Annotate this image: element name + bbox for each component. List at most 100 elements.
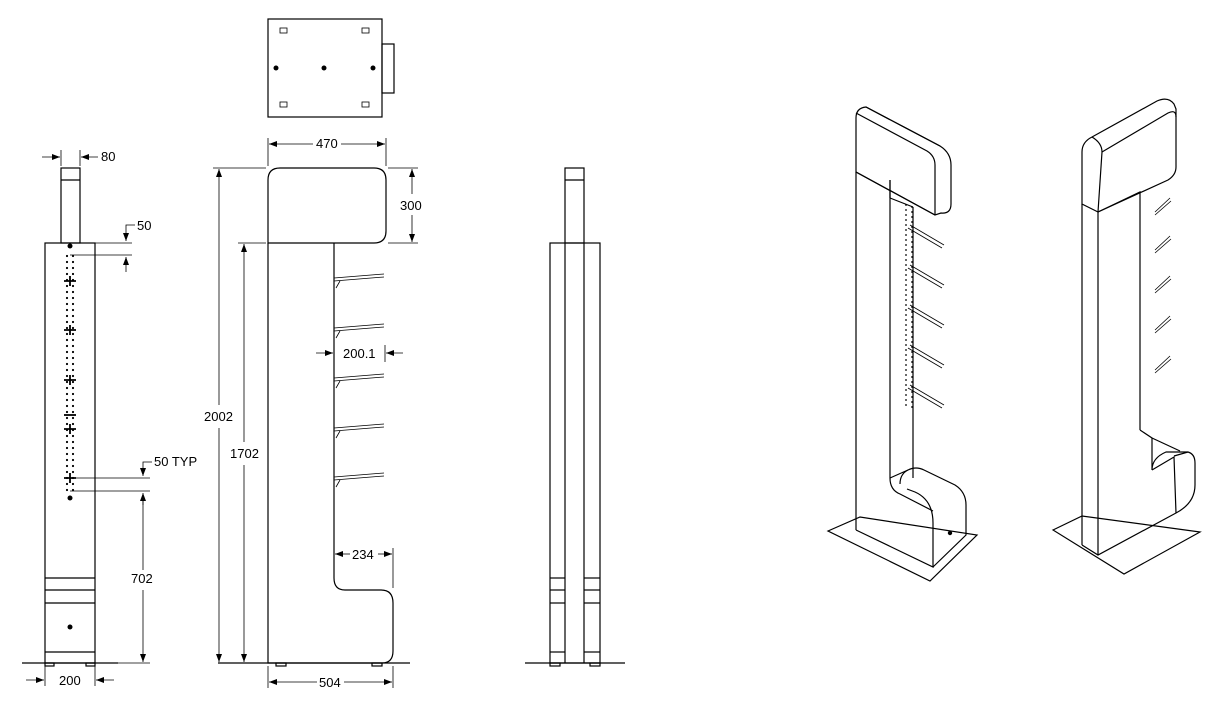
hole xyxy=(911,321,913,323)
hole xyxy=(65,380,69,384)
dim-2002: 2002 xyxy=(204,409,233,424)
hole xyxy=(65,410,69,414)
hole xyxy=(71,470,75,474)
hole xyxy=(911,206,913,208)
perforation-holes xyxy=(64,254,76,492)
hole xyxy=(65,422,69,426)
hole xyxy=(911,366,913,368)
hook xyxy=(333,373,385,389)
dim-504: 504 xyxy=(319,675,341,690)
hole xyxy=(911,396,913,398)
hook xyxy=(333,423,385,439)
dim-470: 470 xyxy=(316,136,338,151)
hole xyxy=(71,446,75,450)
isometric-view-front xyxy=(826,106,979,582)
hole xyxy=(905,209,907,211)
hole xyxy=(911,331,913,333)
hole xyxy=(911,251,913,253)
hook xyxy=(333,323,385,339)
hole xyxy=(71,404,75,408)
hooks-iso xyxy=(907,224,945,409)
hole xyxy=(71,296,75,300)
hole xyxy=(905,304,907,306)
hole xyxy=(911,296,913,298)
isometric-view-rear xyxy=(1051,98,1202,575)
hole xyxy=(65,308,69,312)
hole xyxy=(905,259,907,261)
hole xyxy=(905,299,907,301)
hole xyxy=(71,482,75,486)
hook xyxy=(1154,235,1172,254)
hole xyxy=(65,332,69,336)
hole xyxy=(905,374,907,376)
hole xyxy=(911,311,913,313)
hole xyxy=(71,374,75,378)
hole xyxy=(71,386,75,390)
hole xyxy=(71,362,75,366)
hole xyxy=(71,392,75,396)
hole xyxy=(905,394,907,396)
hole xyxy=(65,326,69,330)
hole xyxy=(905,264,907,266)
hole xyxy=(905,284,907,286)
hole xyxy=(905,274,907,276)
hole xyxy=(71,488,75,492)
hole xyxy=(65,338,69,342)
hole xyxy=(905,224,907,226)
dim-50: 50 xyxy=(137,218,151,233)
hole xyxy=(65,374,69,378)
hole xyxy=(71,284,75,288)
hole xyxy=(71,344,75,348)
hole xyxy=(911,281,913,283)
hook-mount xyxy=(64,325,76,335)
hook xyxy=(333,273,385,289)
hole xyxy=(905,344,907,346)
side-dimensions: 470 300 2002 1702 200.1 234 504 xyxy=(204,136,422,690)
hole xyxy=(65,296,69,300)
hole xyxy=(71,290,75,294)
hook xyxy=(333,472,385,488)
hole xyxy=(65,464,69,468)
hole xyxy=(911,256,913,258)
hole xyxy=(65,416,69,420)
hook xyxy=(907,264,945,289)
hole xyxy=(911,291,913,293)
hole xyxy=(65,482,69,486)
hole xyxy=(905,229,907,231)
hole xyxy=(905,214,907,216)
hook xyxy=(907,224,945,249)
perforation-holes-iso xyxy=(905,204,913,408)
hole xyxy=(905,314,907,316)
hole xyxy=(911,271,913,273)
hole xyxy=(905,379,907,381)
hole xyxy=(65,392,69,396)
hole xyxy=(911,231,913,233)
hole xyxy=(905,389,907,391)
hole xyxy=(71,452,75,456)
hole xyxy=(905,294,907,296)
hole xyxy=(911,376,913,378)
hole xyxy=(905,244,907,246)
hole xyxy=(71,308,75,312)
hole xyxy=(911,406,913,408)
hole xyxy=(71,398,75,402)
hole xyxy=(905,239,907,241)
hole xyxy=(911,351,913,353)
hole xyxy=(905,329,907,331)
hole xyxy=(65,362,69,366)
hole xyxy=(905,334,907,336)
hooks xyxy=(333,273,385,488)
hole xyxy=(65,260,69,264)
hole xyxy=(905,339,907,341)
hole xyxy=(71,350,75,354)
hole xyxy=(905,234,907,236)
hole xyxy=(65,266,69,270)
hole xyxy=(71,302,75,306)
hole xyxy=(65,434,69,438)
hole xyxy=(71,266,75,270)
hook-mount xyxy=(64,424,76,434)
hole xyxy=(905,349,907,351)
hole xyxy=(905,289,907,291)
hook xyxy=(907,304,945,329)
dim-702: 702 xyxy=(131,571,153,586)
